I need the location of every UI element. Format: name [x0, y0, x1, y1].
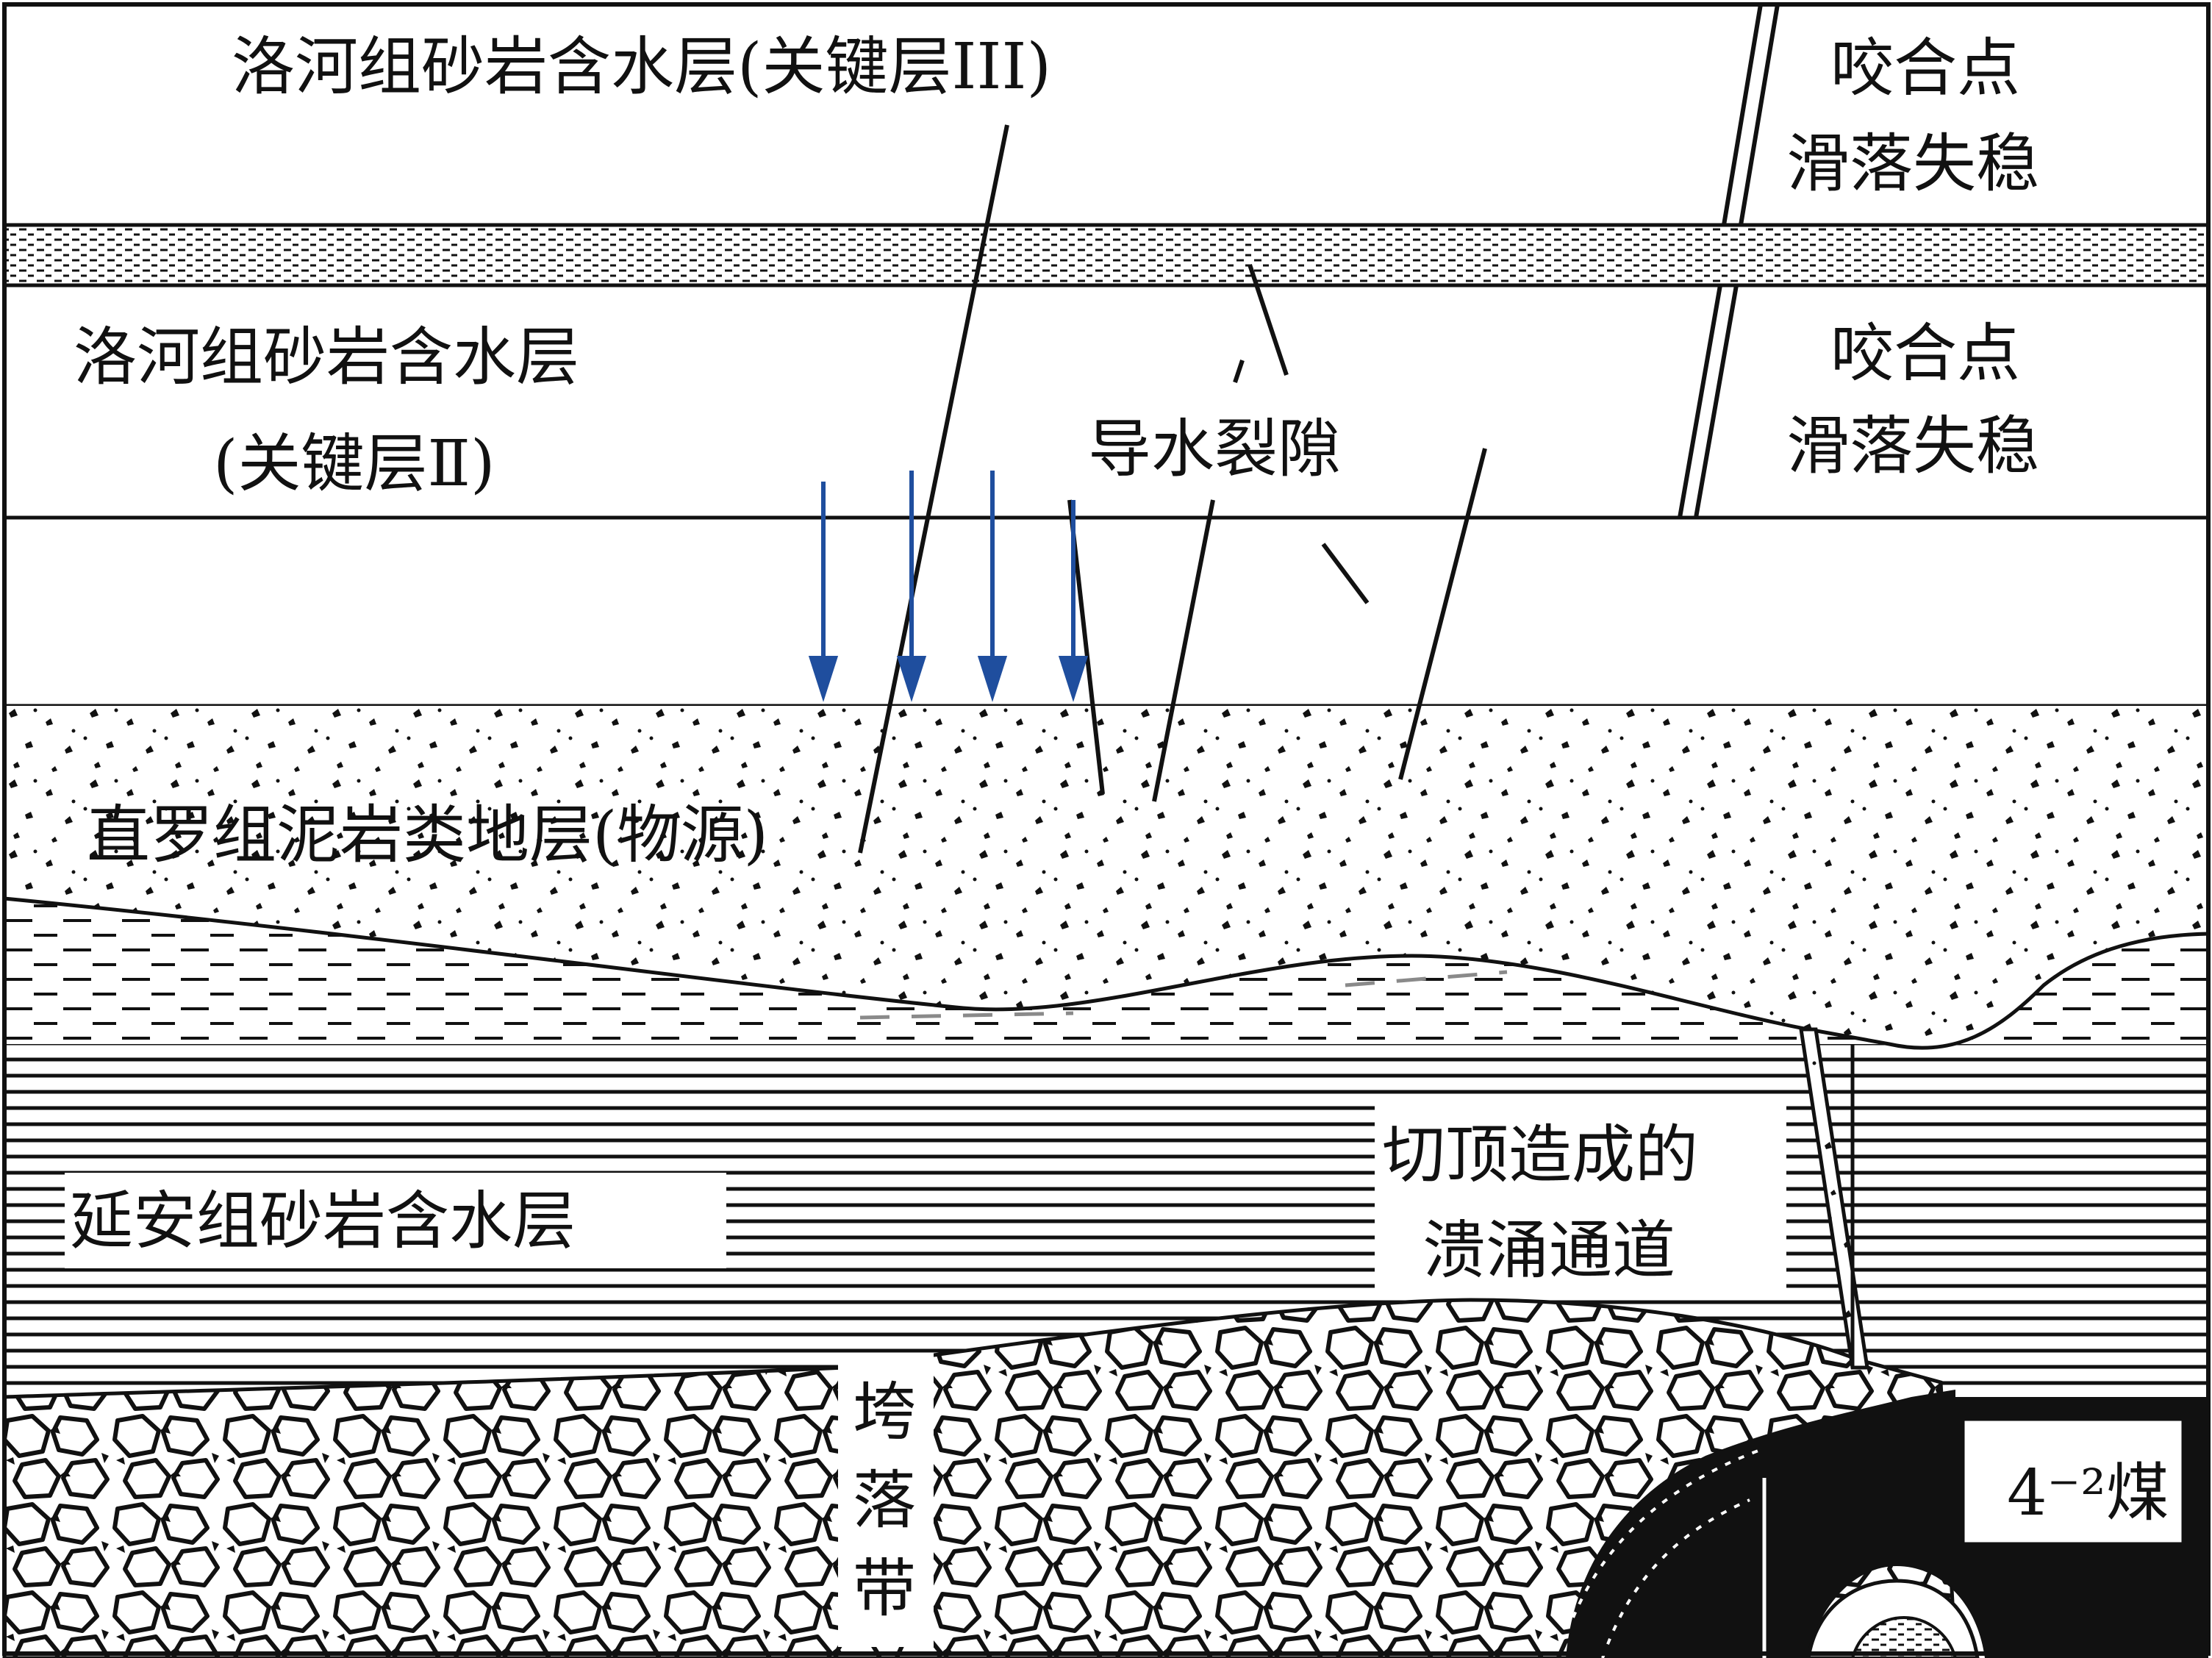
label-cut-roof-bg: [1375, 1103, 1786, 1294]
luohe-key-layer-3: [2, 2, 2211, 227]
luohe-lower-layer: [2, 515, 2211, 708]
label-cut-roof-1: 切顶造成的: [1382, 1118, 1698, 1192]
label-yanan-bg: [65, 1173, 726, 1268]
label-bite-upper-1: 咬合点: [1830, 32, 2020, 105]
zhiluo-bottom-boundary: [4, 896, 2209, 1050]
water-flow-arrow: [977, 471, 1008, 702]
caving-zone-rubble: [2, 1298, 1958, 1658]
label-coal-seam-bg: [1961, 1417, 2186, 1546]
label-bite-upper-2: 滑落失稳: [1786, 127, 2039, 201]
gray-dashed-boundary: [859, 970, 1508, 1020]
water-flow-arrow: [896, 471, 927, 702]
water-flow-arrows: [808, 471, 1089, 702]
water-flow-arrow: [1058, 500, 1089, 702]
label-caving-zone-3: 带: [853, 1552, 916, 1626]
support-hatch: [1850, 1615, 1958, 1658]
label-cut-roof-2: 溃涌通道: [1422, 1214, 1675, 1287]
luohe-key-layer-2: [2, 283, 2211, 520]
lower-fault-line: [1678, 285, 1739, 518]
label-caving-zone-2: 落: [853, 1464, 916, 1537]
label-luohe-key-layer-3: 洛河组砂岩含水层(关键层III): [232, 30, 1051, 104]
zhiluo-mudstone-layer: [4, 706, 2208, 1048]
label-bite-lower-2: 滑落失稳: [1786, 410, 2039, 483]
water-flow-arrow: [808, 482, 839, 702]
label-water-fractures: 导水裂隙: [1088, 412, 1341, 486]
label-luohe-key-layer-2-line1: 洛河组砂岩含水层: [74, 321, 579, 394]
label-yanan-sandstone: 延安组砂岩含水层: [70, 1184, 576, 1258]
label-caving-zone-1: 垮: [853, 1376, 916, 1449]
thin-dashed-band: [2, 223, 2211, 287]
label-coal-seam: 4⁻²煤: [2007, 1457, 2169, 1530]
coal-goaf-rough-edge: [1572, 1447, 1765, 1658]
upper-fault-line: [1722, 4, 1780, 226]
label-zhiluo-mudstone: 直罗组泥岩类地层(物源): [87, 798, 768, 872]
label-caving-zone-bg: [838, 1353, 934, 1647]
label-bite-lower-1: 咬合点: [1830, 317, 2020, 390]
label-luohe-key-layer-2-line2: (关键层Ⅱ): [213, 427, 495, 501]
